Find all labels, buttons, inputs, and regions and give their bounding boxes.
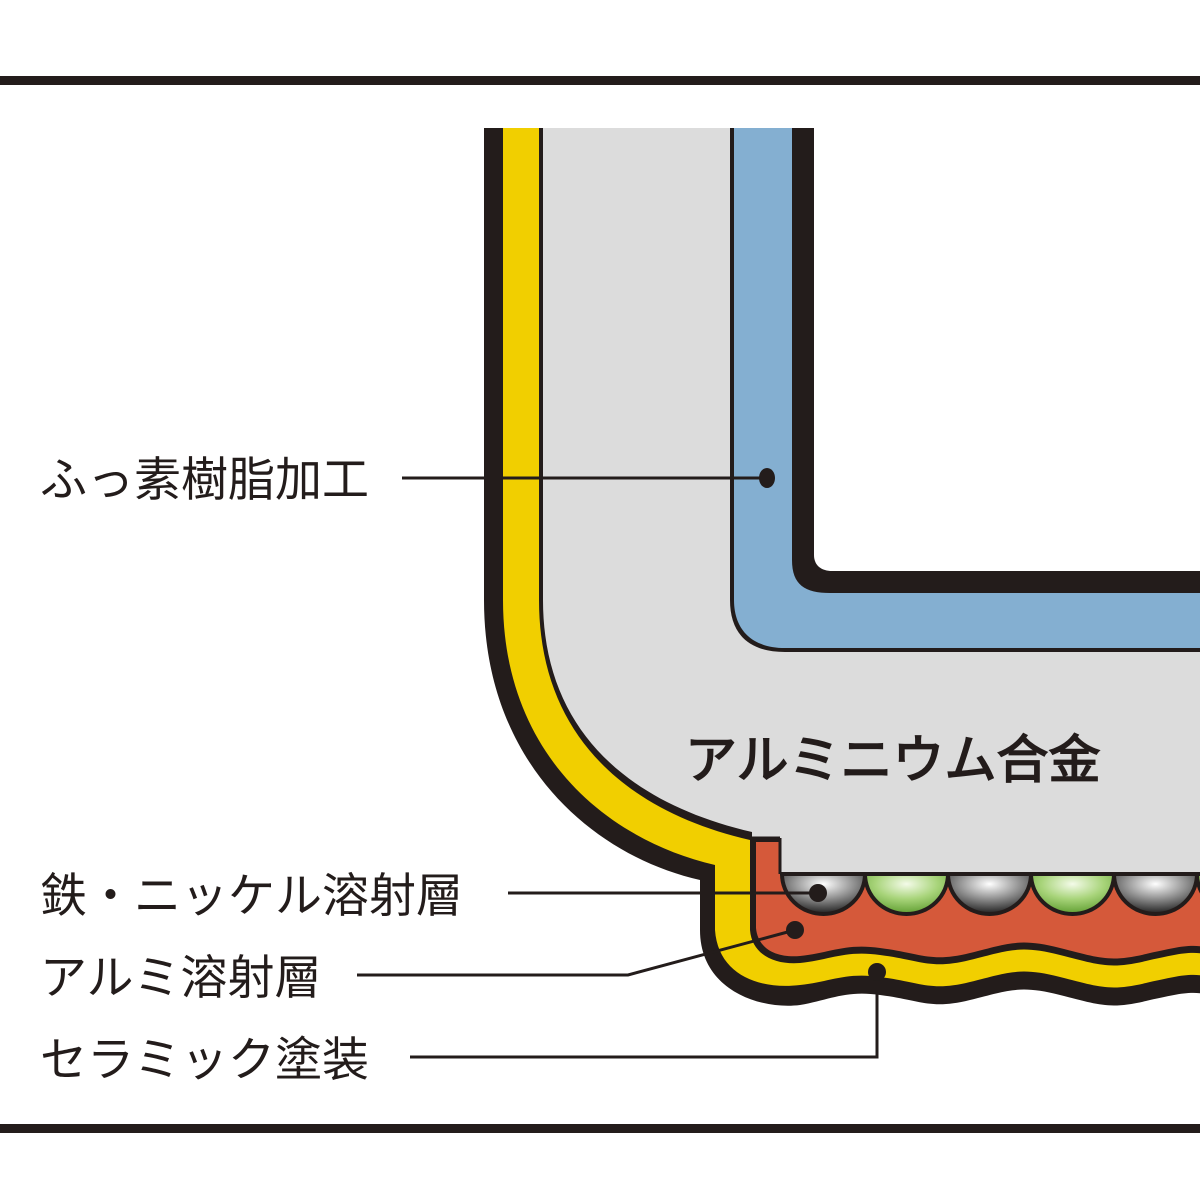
label-fluororesin: ふっ素樹脂加工 xyxy=(40,453,369,508)
label-aluminum-spray: アルミ溶射層 xyxy=(40,951,322,1006)
leader-aluminum-spray xyxy=(357,921,804,977)
label-iron-nickel-spray: 鉄・ニッケル溶射層 xyxy=(40,869,463,924)
bottom-rule xyxy=(0,1124,1200,1133)
nickel-particle xyxy=(1028,872,1117,916)
leader-iron-nickel xyxy=(508,884,827,902)
iron-particle xyxy=(1111,872,1200,916)
leader-ceramic xyxy=(410,963,886,1059)
label-ceramic-coating: セラミック塗装 xyxy=(40,1033,369,1088)
top-rule xyxy=(0,76,1200,85)
nickel-particle xyxy=(862,872,951,916)
leader-fluororesin xyxy=(402,468,775,488)
label-aluminum-alloy: アルミニウム合金 xyxy=(685,731,1101,791)
iron-particle xyxy=(945,872,1034,916)
pan-interior xyxy=(814,128,1200,571)
iron-nickel-spray-layer xyxy=(779,872,1200,916)
nickel-particle xyxy=(1194,872,1200,894)
